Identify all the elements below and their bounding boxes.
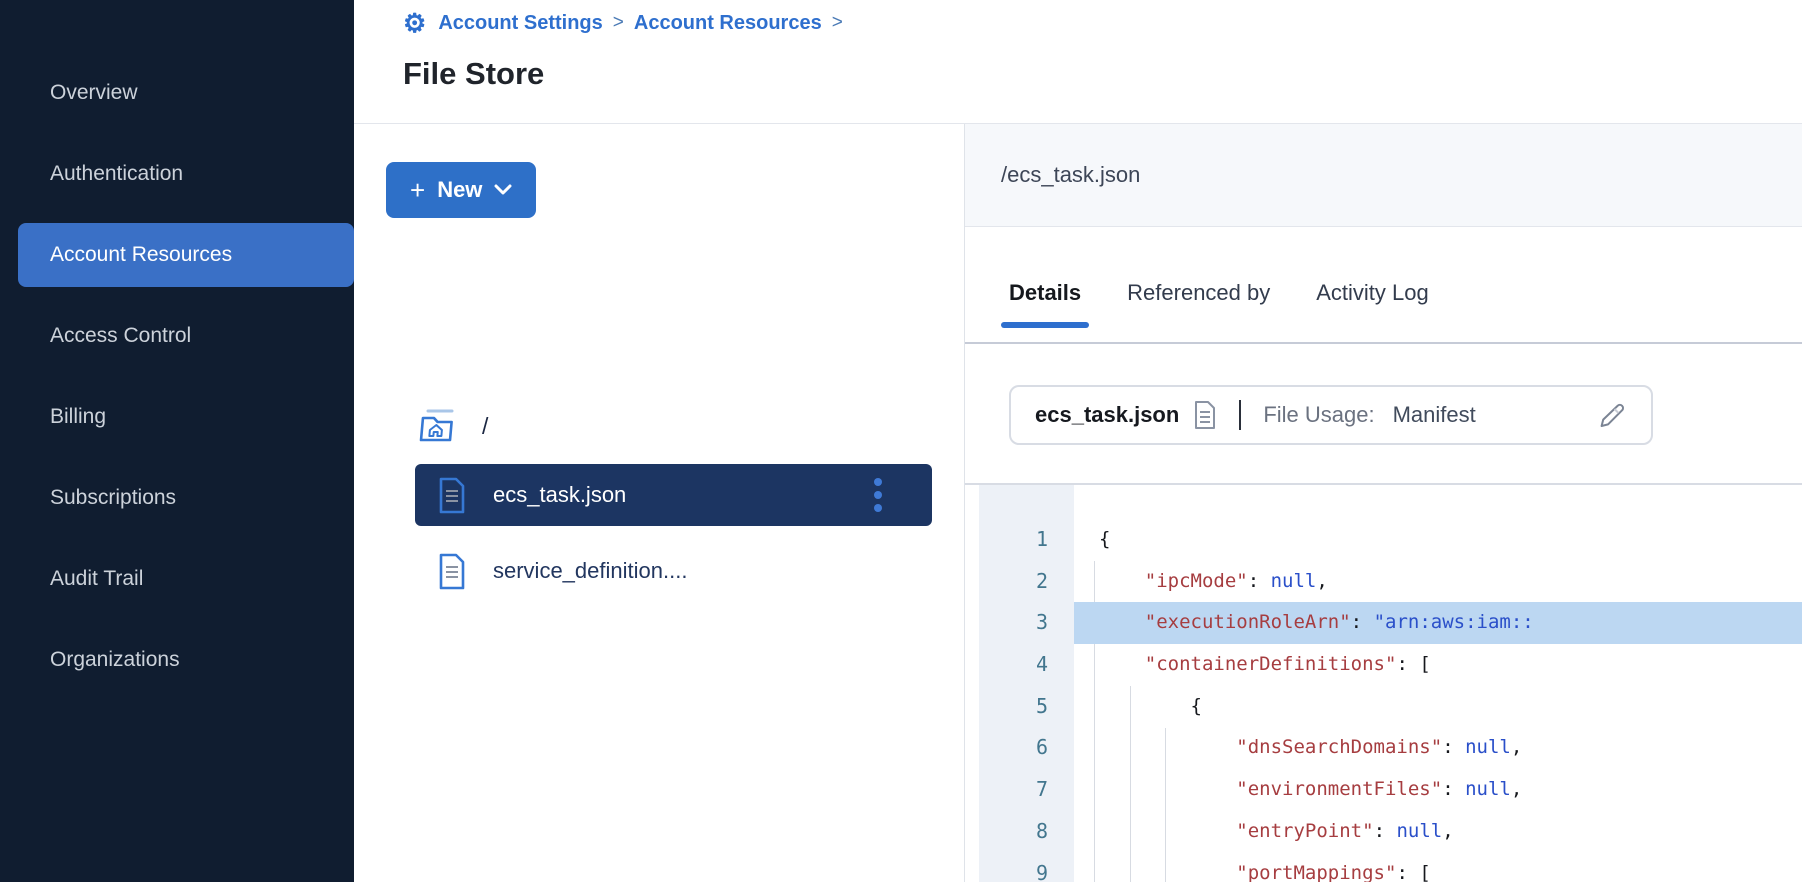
- breadcrumb-link-account-resources[interactable]: Account Resources: [633, 11, 822, 34]
- code-line-4: "containerDefinitions": [: [1144, 653, 1431, 676]
- tab-bar: Details Referenced by Activity Log: [1000, 280, 1429, 328]
- details-panel: /ecs_task.json Details Referenced by Activ…: [965, 124, 1802, 882]
- code-line-6: "dnsSearchDomains": null,: [1236, 736, 1523, 759]
- code-line-2: "ipcMode": null,: [1144, 569, 1328, 592]
- chevron-down-icon: [494, 184, 512, 196]
- file-browser-panel: + New / ecs_task.json service_definition.…: [354, 124, 964, 882]
- file-name: service_definition....: [493, 558, 688, 583]
- page-header: ⚙ Account Settings > Account Resources > Fi…: [354, 0, 1802, 124]
- new-button-label: New: [437, 177, 483, 202]
- sidebar-item-subscriptions[interactable]: Subscriptions: [50, 486, 177, 509]
- line-number: 3: [1035, 610, 1048, 635]
- panel-divider: [964, 124, 965, 882]
- file-icon: [437, 477, 467, 514]
- indent-guide: [1129, 685, 1131, 882]
- tab-referenced-by[interactable]: Referenced by: [1127, 280, 1271, 305]
- sidebar-item-organizations[interactable]: Organizations: [50, 648, 180, 671]
- sidebar-item-authentication[interactable]: Authentication: [50, 162, 184, 185]
- page-title: File Store: [403, 56, 545, 91]
- root-folder-icon: [416, 406, 460, 446]
- line-number-gutter: 1 2 3 4 5 6 7 8 9: [979, 485, 1074, 882]
- file-row[interactable]: service_definition....: [415, 540, 932, 602]
- code-viewer[interactable]: 1 2 3 4 5 6 7 8 9 { "ipcMode": null, "executionR…: [965, 483, 1802, 882]
- breadcrumb-separator: >: [612, 12, 624, 33]
- sidebar-item-billing[interactable]: Billing: [50, 405, 107, 428]
- sidebar-item-account-resources[interactable]: Account Resources: [18, 223, 354, 287]
- root-folder-row[interactable]: /: [416, 406, 488, 446]
- code-line-8: "entryPoint": null,: [1236, 819, 1454, 842]
- plus-icon: +: [410, 175, 426, 205]
- root-folder-label: /: [482, 412, 489, 439]
- settings-gear-icon: ⚙: [403, 8, 427, 38]
- file-path-bar: /ecs_task.json: [965, 124, 1802, 227]
- tabs-divider: [965, 342, 1802, 344]
- kebab-menu-icon[interactable]: [874, 478, 882, 512]
- file-usage-value: Manifest: [1392, 402, 1476, 427]
- file-name: ecs_task.json: [493, 482, 627, 507]
- file-icon: [437, 553, 467, 590]
- file-list: ecs_task.json service_definition....: [415, 464, 932, 616]
- sidebar-item-overview[interactable]: Overview: [50, 81, 138, 104]
- line-number: 2: [1035, 568, 1048, 593]
- file-usage-label: File Usage:: [1263, 402, 1375, 427]
- sidebar-item-access-control[interactable]: Access Control: [50, 324, 192, 347]
- line-number: 7: [1035, 777, 1048, 802]
- file-info-name: ecs_task.json: [1035, 402, 1180, 427]
- line-number: 8: [1035, 818, 1048, 843]
- line-number: 1: [1035, 527, 1048, 551]
- code-line-1: {: [1099, 528, 1111, 550]
- breadcrumb-separator: >: [831, 12, 843, 33]
- line-number: 5: [1035, 693, 1048, 718]
- indent-guide: [1165, 727, 1167, 882]
- edit-pencil-icon[interactable]: [1597, 400, 1627, 430]
- code-line-9: "portMappings": [: [1236, 861, 1431, 882]
- code-content: { "ipcMode": null, "executionRoleArn": "…: [1074, 485, 1802, 882]
- document-icon: [1193, 400, 1217, 430]
- sidebar-item-audit-trail[interactable]: Audit Trail: [50, 567, 144, 590]
- breadcrumb: ⚙ Account Settings > Account Resources >: [403, 10, 843, 36]
- file-path: /ecs_task.json: [1001, 162, 1141, 187]
- new-button[interactable]: + New: [386, 162, 537, 218]
- tab-details[interactable]: Details: [1000, 280, 1090, 328]
- code-line-7: "environmentFiles": null,: [1236, 778, 1523, 801]
- line-number: 4: [1035, 652, 1048, 677]
- vertical-separator: [1239, 400, 1242, 430]
- indent-guide: [1094, 560, 1095, 882]
- code-line-5: {: [1099, 694, 1202, 717]
- file-info-bar: ecs_task.json File Usage: Manifest: [1009, 385, 1653, 445]
- code-line-3: "executionRoleArn": "arn:aws:iam::: [1074, 602, 1802, 645]
- tab-activity-log[interactable]: Activity Log: [1316, 280, 1429, 305]
- file-row[interactable]: ecs_task.json: [415, 464, 932, 526]
- breadcrumb-link-account-settings[interactable]: Account Settings: [438, 11, 603, 34]
- line-number: 9: [1035, 860, 1048, 882]
- line-number: 6: [1035, 735, 1048, 760]
